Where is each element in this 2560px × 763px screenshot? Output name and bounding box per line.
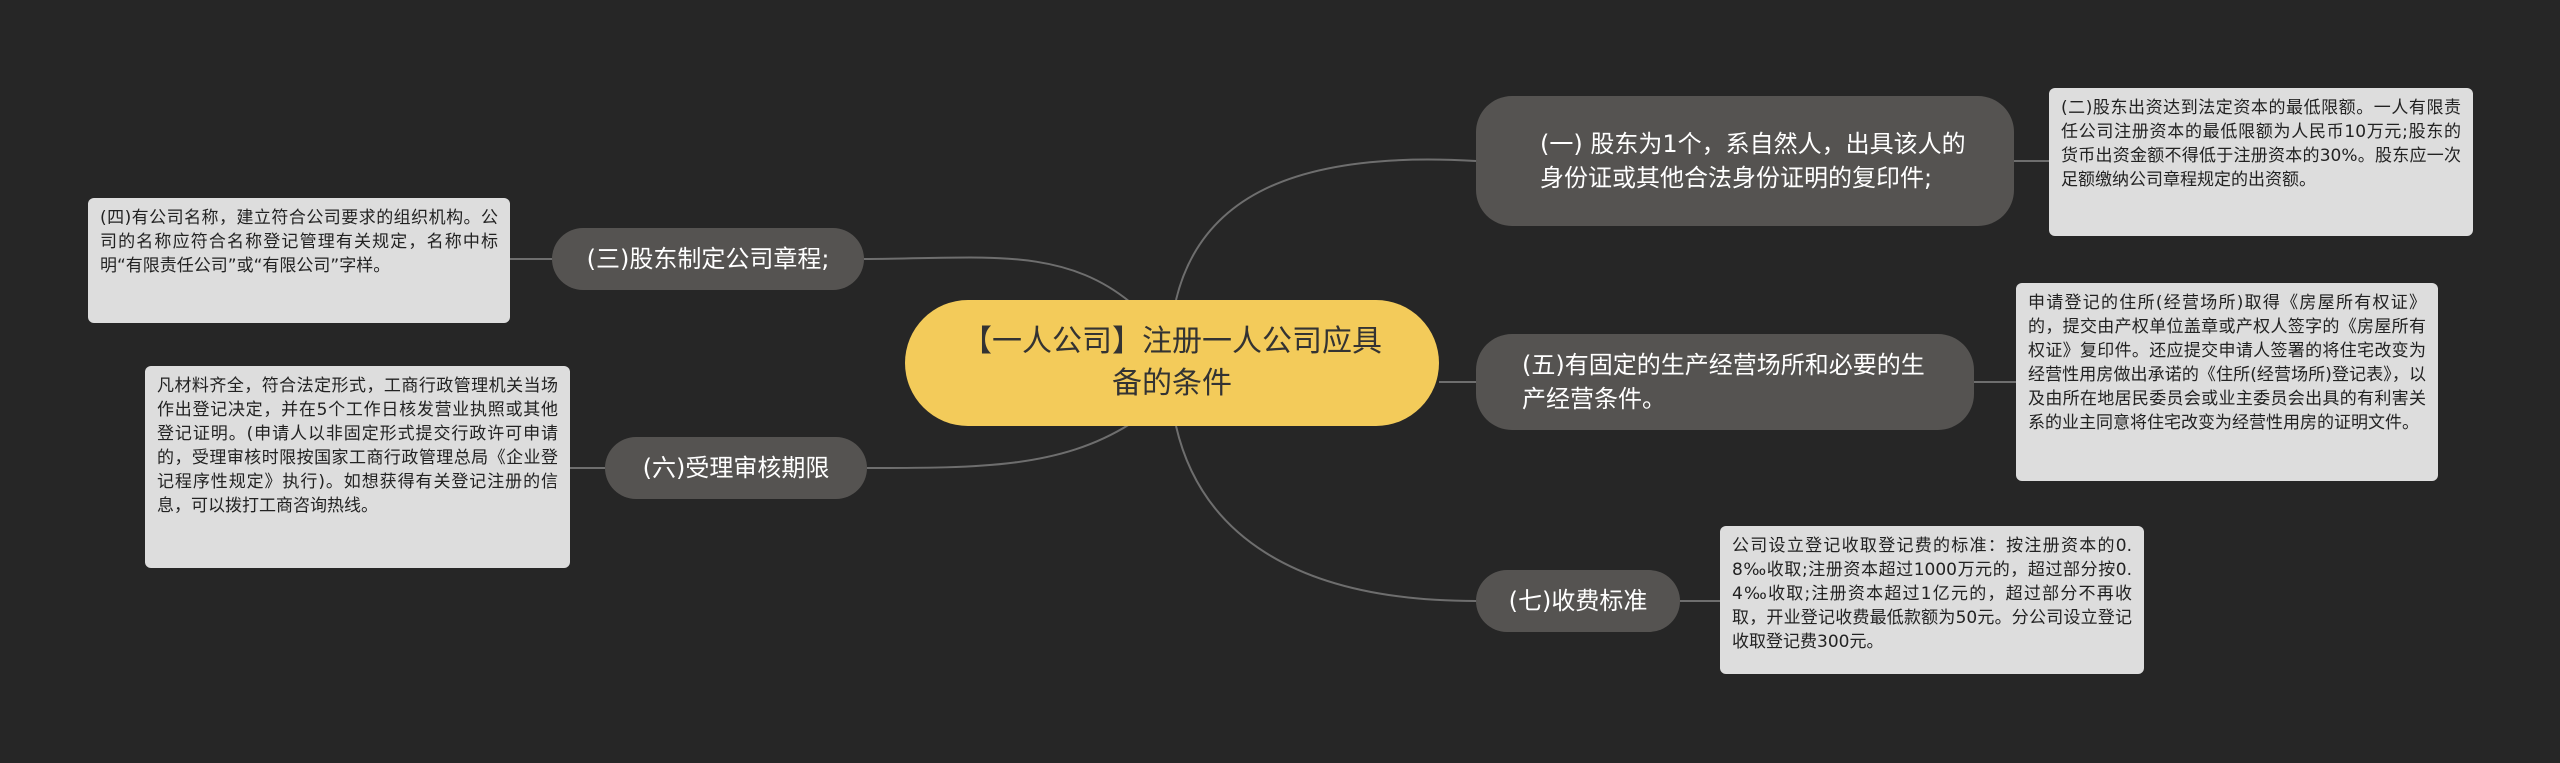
note-review-details[interactable]: 凡材料齐全，符合法定形式，工商行政管理机关当场作出登记决定，并在5个工作日核发营… xyxy=(145,366,570,568)
topic-label: (六)受理审核期限 xyxy=(642,454,830,482)
link-root-t6 xyxy=(866,423,1131,469)
topic-shareholder-single[interactable]: (一) 股东为1个，系自然人，出具该人的身份证或其他合法身份证明的复印件; xyxy=(1476,96,2014,226)
topic-label: (五)有固定的生产经营场所和必要的生产经营条件。 xyxy=(1522,351,1925,413)
note-text: 凡材料齐全，符合法定形式，工商行政管理机关当场作出登记决定，并在5个工作日核发营… xyxy=(157,376,558,516)
topic-label: (三)股东制定公司章程; xyxy=(586,245,830,273)
note-fee-details[interactable]: 公司设立登记收取登记费的标准：按注册资本的0.8‰收取;注册资本超过1000万元… xyxy=(1720,526,2144,674)
note-text: (二)股东出资达到法定资本的最低限额。一人有限责任公司注册资本的最低限额为人民币… xyxy=(2061,98,2461,190)
root-topic-label: 【一人公司】注册一人公司应具备的条件 xyxy=(962,324,1382,401)
note-text: (四)有公司名称，建立符合公司要求的组织机构。公司的名称应符合名称登记管理有关规… xyxy=(100,208,498,276)
topic-label: (七)收费标准 xyxy=(1508,587,1648,615)
topic-fee-standard[interactable]: (七)收费标准 xyxy=(1476,570,1680,632)
topic-business-premises[interactable]: (五)有固定的生产经营场所和必要的生产经营条件。 xyxy=(1476,334,1974,430)
note-text: 公司设立登记收取登记费的标准：按注册资本的0.8‰收取;注册资本超过1000万元… xyxy=(1732,536,2132,652)
link-root-t1 xyxy=(1175,158,1477,301)
topic-articles-of-association[interactable]: (三)股东制定公司章程; xyxy=(552,228,864,290)
note-minimum-capital[interactable]: (二)股东出资达到法定资本的最低限额。一人有限责任公司注册资本的最低限额为人民币… xyxy=(2049,88,2473,236)
note-company-name[interactable]: (四)有公司名称，建立符合公司要求的组织机构。公司的名称应符合名称登记管理有关规… xyxy=(88,198,510,323)
note-premises-documents[interactable]: 申请登记的住所(经营场所)取得《房屋所有权证》的，提交由产权单位盖章或产权人签字… xyxy=(2016,283,2438,481)
root-topic[interactable]: 【一人公司】注册一人公司应具备的条件 xyxy=(905,300,1439,426)
link-root-t7 xyxy=(1175,425,1477,602)
note-text: 申请登记的住所(经营场所)取得《房屋所有权证》的，提交由产权单位盖章或产权人签字… xyxy=(2028,293,2426,433)
topic-review-period[interactable]: (六)受理审核期限 xyxy=(605,437,867,499)
topic-label: (一) 股东为1个，系自然人，出具该人的身份证或其他合法身份证明的复印件; xyxy=(1540,130,1966,192)
link-root-t3 xyxy=(863,256,1131,303)
